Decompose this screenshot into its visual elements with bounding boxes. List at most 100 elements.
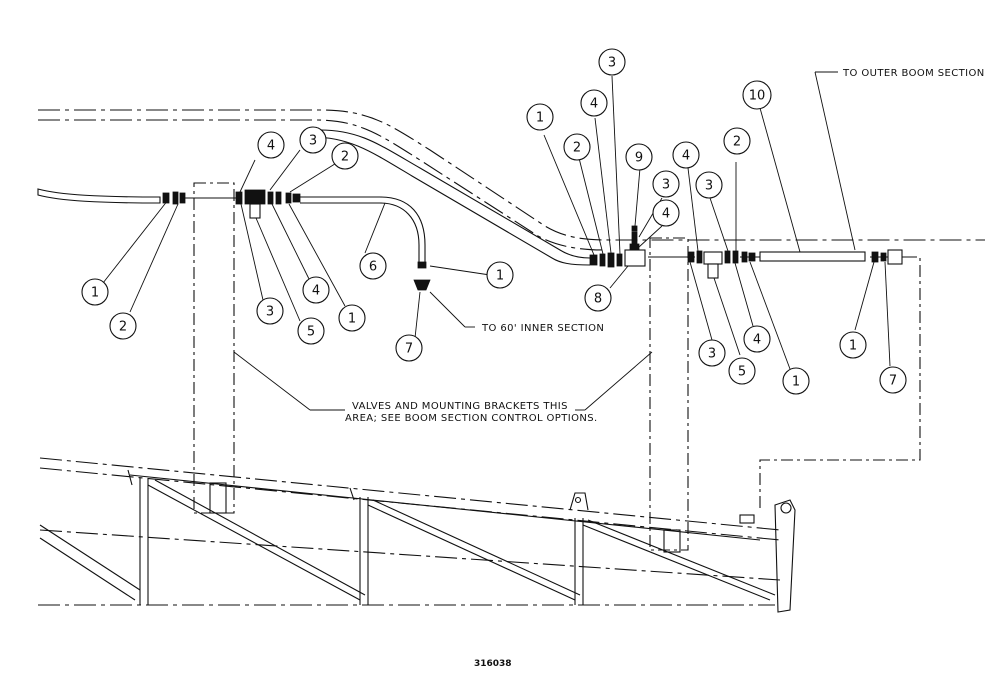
valve-mount-areas: [193, 182, 689, 551]
callout-circle: [257, 131, 285, 159]
callout-number: 1: [496, 269, 504, 284]
callout-circle: [563, 133, 591, 161]
callout-number: 3: [662, 178, 670, 193]
callout-2: 2: [723, 127, 751, 155]
to-outer-boom-label: TO OUTER BOOM SECTION: [842, 68, 985, 79]
callout-circle: [486, 261, 514, 289]
callout-4: 4: [652, 199, 680, 227]
callout-1: 1: [486, 261, 514, 289]
callout-number: 1: [536, 111, 544, 126]
callout-number: 3: [309, 134, 317, 149]
callout-number: 7: [405, 342, 413, 357]
callout-number: 9: [635, 151, 643, 166]
callout-number: 7: [889, 374, 897, 389]
callout-circle: [331, 142, 359, 170]
callout-number: 4: [662, 207, 670, 222]
callout-number: 2: [573, 141, 581, 156]
callout-4: 4: [743, 325, 771, 353]
callout-1: 1: [81, 278, 109, 306]
callout-2: 2: [109, 312, 137, 340]
callout-3: 3: [256, 297, 284, 325]
callout-circle: [698, 339, 726, 367]
callout-circle: [598, 48, 626, 76]
to-inner-section-label: TO 60' INNER SECTION: [481, 323, 604, 334]
callout-circle: [879, 366, 907, 394]
callout-circle: [395, 334, 423, 362]
fittings: [162, 189, 903, 291]
callout-circle: [299, 126, 327, 154]
valves-note-line2: AREA; SEE BOOM SECTION CONTROL OPTIONS.: [345, 413, 598, 424]
callout-number: 3: [708, 347, 716, 362]
callout-7: 7: [879, 366, 907, 394]
callout-10: 10: [742, 80, 772, 110]
callout-circle: [782, 367, 810, 395]
callout-circle: [81, 278, 109, 306]
callout-1: 1: [782, 367, 810, 395]
callout-number: 10: [749, 89, 766, 104]
callout-3: 3: [695, 171, 723, 199]
callout-number: 2: [341, 150, 349, 165]
callout-circle: [526, 103, 554, 131]
callout-circle: [256, 297, 284, 325]
callout-number: 5: [307, 325, 315, 340]
callout-9: 9: [625, 143, 653, 171]
callout-circle: [338, 304, 366, 332]
callout-1: 1: [338, 304, 366, 332]
callout-number: 6: [369, 260, 377, 275]
callout-circle: [839, 331, 867, 359]
callout-3: 3: [698, 339, 726, 367]
callout-circle: [580, 89, 608, 117]
callout-number: 3: [266, 305, 274, 320]
callout-circle: [109, 312, 137, 340]
callout-2: 2: [331, 142, 359, 170]
callout-number: 2: [119, 320, 127, 335]
leader-lines: [102, 75, 891, 411]
callout-circle: [723, 127, 751, 155]
callout-number: 4: [682, 149, 690, 164]
callout-number: 2: [733, 135, 741, 150]
callout-number: 1: [792, 375, 800, 390]
callout-number: 5: [738, 365, 746, 380]
callout-8: 8: [584, 284, 612, 312]
callout-number: 1: [348, 312, 356, 327]
callout-circle: [742, 80, 772, 110]
callout-circle: [743, 325, 771, 353]
callout-1: 1: [839, 331, 867, 359]
callout-circle: [297, 317, 325, 345]
callout-number: 8: [594, 292, 602, 307]
callout-circle: [652, 199, 680, 227]
callout-circle: [359, 252, 387, 280]
callout-7: 7: [395, 334, 423, 362]
callout-circle: [652, 170, 680, 198]
callout-number: 3: [608, 56, 616, 71]
callout-number: 4: [753, 333, 761, 348]
upper-boom-outline: [38, 109, 985, 251]
callout-5: 5: [297, 317, 325, 345]
callout-number: 4: [312, 284, 320, 299]
callout-5: 5: [728, 357, 756, 385]
callout-circle: [625, 143, 653, 171]
callout-number: 1: [91, 286, 99, 301]
outer-boom-route: [759, 71, 921, 510]
valves-note-line1: VALVES AND MOUNTING BRACKETS THIS: [352, 401, 568, 412]
callout-6: 6: [359, 252, 387, 280]
callout-3: 3: [299, 126, 327, 154]
callout-circle: [728, 357, 756, 385]
callout-circle: [584, 284, 612, 312]
callout-4: 4: [302, 276, 330, 304]
callout-3: 3: [652, 170, 680, 198]
lower-boom-truss: [38, 457, 796, 613]
callout-number: 1: [849, 339, 857, 354]
callout-circle: [695, 171, 723, 199]
callout-4: 4: [672, 141, 700, 169]
callout-4: 4: [257, 131, 285, 159]
callout-3: 3: [598, 48, 626, 76]
callout-1: 1: [526, 103, 554, 131]
callout-number: 3: [705, 179, 713, 194]
callout-2: 2: [563, 133, 591, 161]
callout-4: 4: [580, 89, 608, 117]
figure-number: 316038: [474, 659, 512, 669]
callout-number: 4: [590, 97, 598, 112]
